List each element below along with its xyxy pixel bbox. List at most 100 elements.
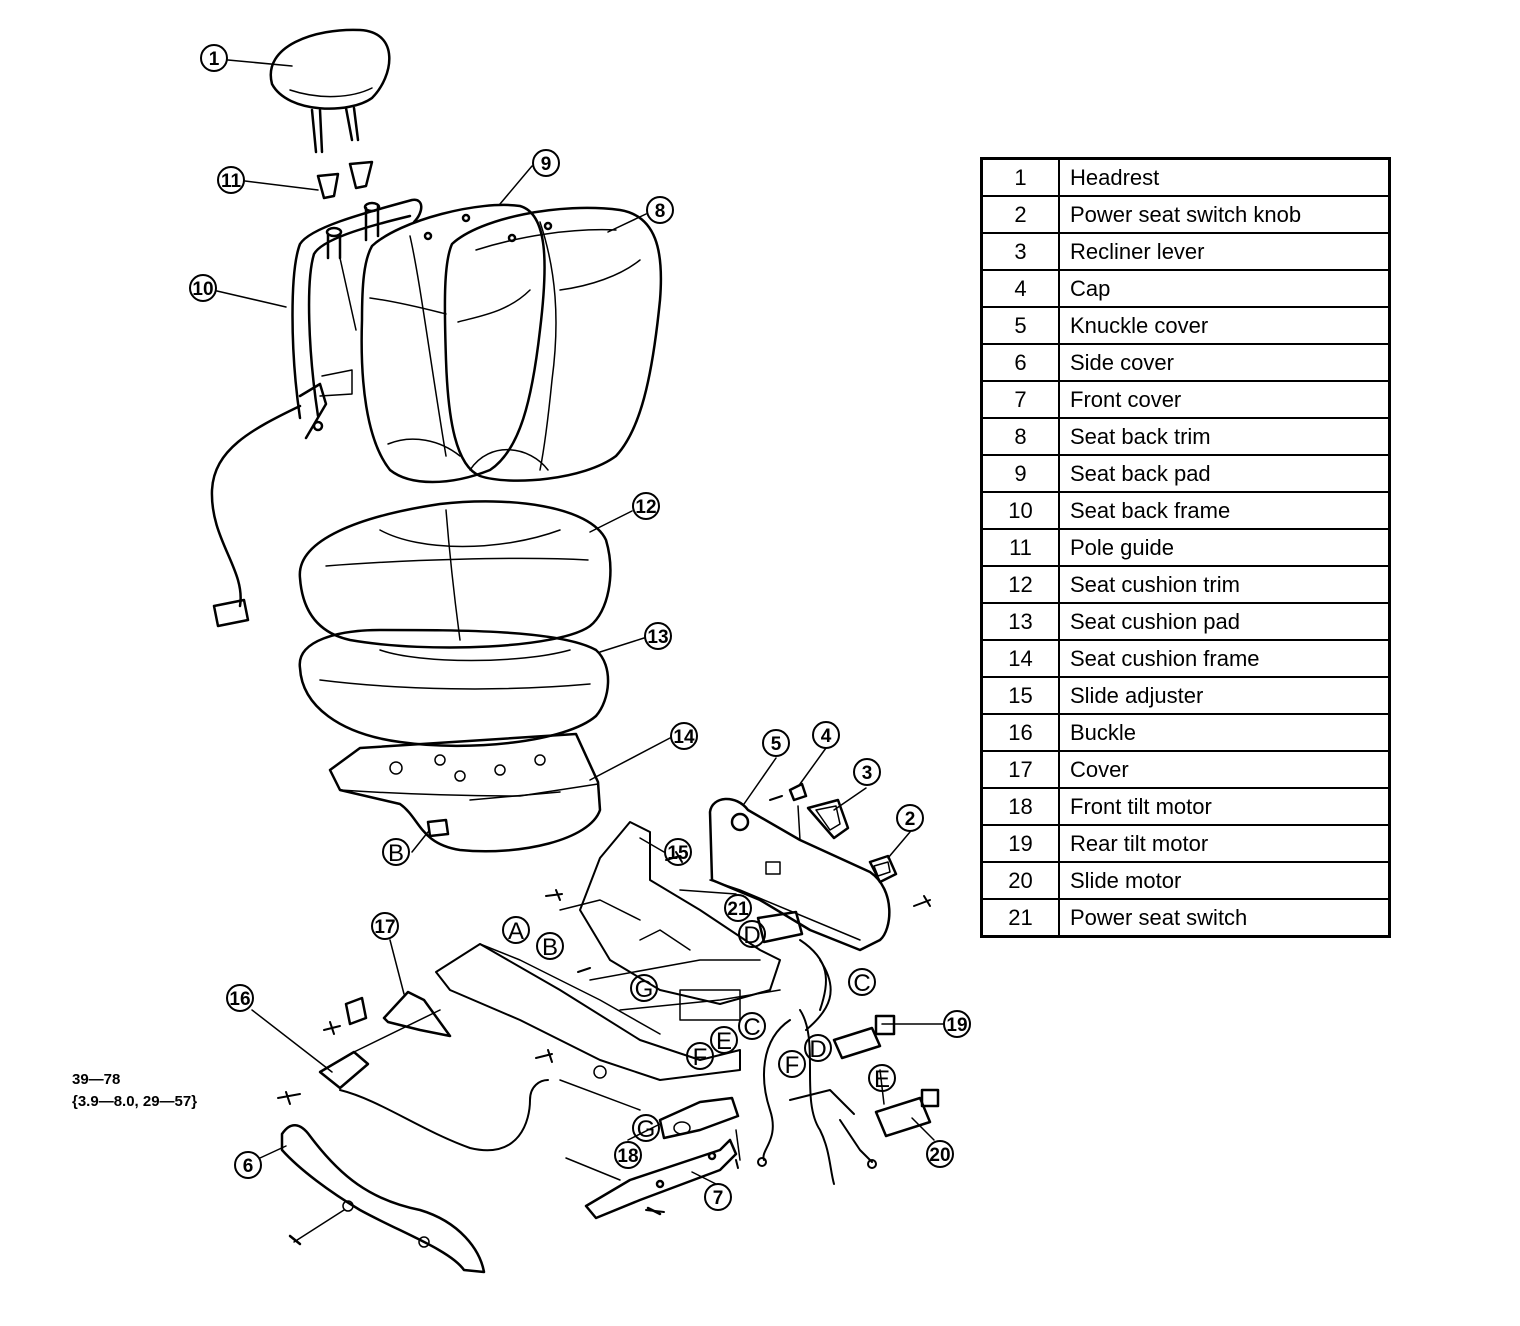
callout-20: 20 [929,1145,950,1166]
legend-part-number: 11 [980,528,1060,567]
legend-part-number: 12 [980,565,1060,604]
seat-back-trim-part [423,206,663,482]
recliner-lever-part [806,798,850,840]
seat-cushion-pad-part [298,628,610,748]
cover-part [344,990,452,1038]
callout-13: 13 [647,627,668,648]
letter-b-marker: B [542,934,558,961]
slide-adjuster-part [435,821,781,1081]
letter-g-marker-bottom: G [637,1116,656,1143]
legend-part-number: 10 [980,491,1060,530]
legend-part-name: Recliner lever [1058,232,1391,271]
callout-9: 9 [541,154,552,175]
power-seat-switch-knob-part [868,854,898,884]
legend-part-number: 13 [980,602,1060,641]
legend-part-number: 1 [980,157,1060,197]
callout-6: 6 [243,1156,254,1177]
seat-cushion-frame-part [328,732,602,853]
legend-part-name: Power seat switch knob [1058,195,1391,234]
pole-guide-part [316,160,374,200]
letter-c-marker: C [743,1014,760,1041]
callout-2: 2 [905,809,916,830]
legend-part-number: 7 [980,380,1060,419]
legend-part-name: Headrest [1058,157,1391,197]
legend-part-number: 16 [980,713,1060,752]
legend-part-number: 17 [980,750,1060,789]
leader-lines [216,59,945,1185]
legend-part-number: 5 [980,306,1060,345]
callout-7: 7 [713,1188,724,1209]
legend-part-name: Seat cushion trim [1058,565,1391,604]
letter-d-marker-right: D [809,1036,826,1063]
legend-part-name: Power seat switch [1058,898,1391,938]
legend-part-name: Seat back trim [1058,417,1391,456]
legend-part-name: Slide motor [1058,861,1391,900]
callout-19: 19 [946,1015,967,1036]
bolts [277,795,931,1213]
callout-11: 11 [221,171,242,192]
callout-3: 3 [862,763,873,784]
legend-part-number: 9 [980,454,1060,493]
slide-motor-part [874,1088,940,1138]
legend-part-name: Cap [1058,269,1391,308]
callout-1: 1 [209,49,220,70]
legend-part-number: 4 [980,269,1060,308]
callout-16: 16 [229,989,250,1010]
callout-8: 8 [655,201,666,222]
headrest-part [269,28,391,154]
seat-back-frame-part [210,198,423,628]
callout-12: 12 [635,497,656,518]
legend-part-number: 14 [980,639,1060,678]
seat-back-pad-part [360,203,546,484]
legend-part-name: Knuckle cover [1058,306,1391,345]
power-seat-switch-part [756,910,804,944]
callout-15: 15 [667,843,689,864]
callout-10: 10 [192,279,213,300]
torque-value-other: {3.9—8.0, 29—57} [72,1093,197,1110]
callout-18: 18 [617,1146,638,1167]
front-tilt-motor-part [658,1096,741,1161]
legend-part-name: Cover [1058,750,1391,789]
legend-part-name: Rear tilt motor [1058,824,1391,863]
legend-part-name: Slide adjuster [1058,676,1391,715]
callout-14: 14 [673,727,695,748]
callout-21: 21 [727,899,749,920]
legend-part-number: 6 [980,343,1060,382]
legend-part-number: 21 [980,898,1060,938]
callout-markers [189,44,971,1211]
legend-part-number: 18 [980,787,1060,826]
legend-part-name: Seat back frame [1058,491,1391,530]
legend-part-name: Front cover [1058,380,1391,419]
buckle-part [318,1009,549,1152]
callout-17: 17 [374,917,395,938]
legend-part-name: Seat cushion pad [1058,602,1391,641]
legend-part-number: 20 [980,861,1060,900]
letter-e-marker: E [716,1028,732,1055]
letter-a-marker: A [508,918,524,945]
letter-e-marker-right: E [874,1066,890,1093]
legend-part-name: Side cover [1058,343,1391,382]
legend-part-number: 3 [980,232,1060,271]
legend-part-number: 2 [980,195,1060,234]
legend-part-number: 19 [980,824,1060,863]
letter-d-marker: D [743,922,760,949]
